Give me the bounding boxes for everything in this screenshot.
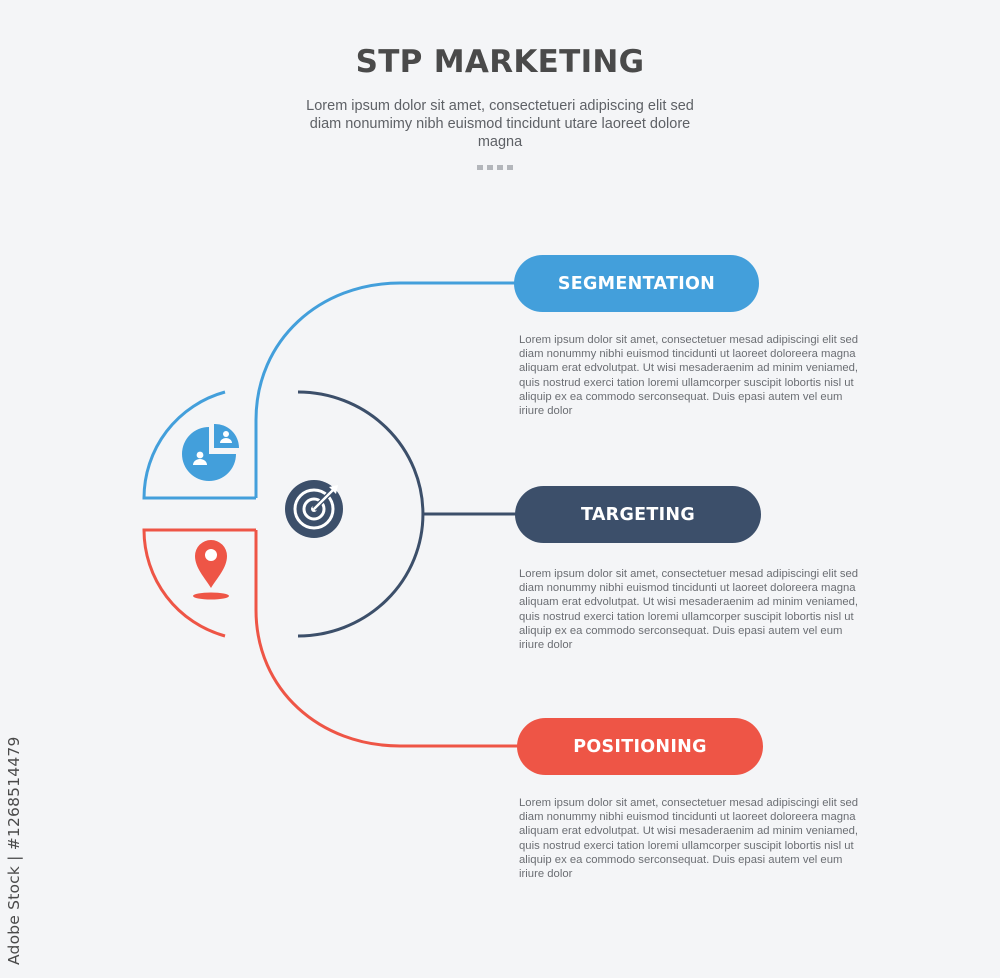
page-subtitle: Lorem ipsum dolor sit amet, consectetuer… xyxy=(306,98,694,150)
positioning-connector xyxy=(254,530,518,748)
positioning-label: POSITIONING xyxy=(517,718,763,775)
divider-dots xyxy=(477,165,513,170)
watermark-text: Adobe Stock | #1268514479 xyxy=(5,736,23,965)
target-arrow-icon xyxy=(285,480,343,538)
positioning-description: Lorem ipsum dolor sit amet, consectetuer… xyxy=(519,797,859,881)
targeting-label: TARGETING xyxy=(515,486,761,543)
positioning-sector xyxy=(142,528,256,638)
segmentation-label: SEGMENTATION xyxy=(514,255,759,312)
segmentation-sector xyxy=(142,390,256,500)
pie-chart-users-icon xyxy=(182,423,240,481)
page-title: STP MARKETING xyxy=(355,44,645,80)
segmentation-connector xyxy=(254,281,516,498)
map-pin-icon xyxy=(193,540,229,600)
segmentation-description: Lorem ipsum dolor sit amet, consectetuer… xyxy=(519,334,859,418)
targeting-description: Lorem ipsum dolor sit amet, consectetuer… xyxy=(519,568,859,652)
